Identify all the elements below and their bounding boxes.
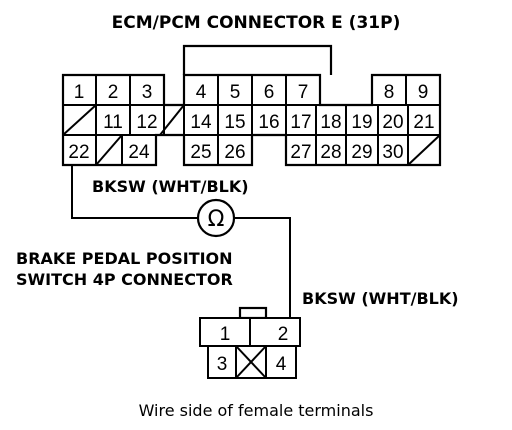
wire-bksw-left [71,165,198,219]
ecm-pin-label: 25 [190,142,211,163]
switch-pin-label: 2 [278,324,289,345]
ecm-pin-label: 27 [290,142,311,163]
ecm-pin-label: 7 [298,82,309,103]
ecm-pin-label: 30 [382,142,403,163]
switch-connector-title-1: BRAKE PEDAL POSITION [16,249,233,268]
ecm-pin-label: 4 [196,82,207,103]
blank-cavity-mark [95,134,123,166]
switch-connector-key-tab [238,306,268,320]
switch-pin-label: 3 [217,354,228,375]
ecm-pin-label: 19 [351,112,372,133]
switch-connector-title-2: SWITCH 4P CONNECTOR [16,270,233,289]
ecm-pin-label: 18 [320,112,341,133]
switch-pin-label: 1 [220,324,231,345]
wire-top-label: BKSW (WHT/BLK) [92,177,249,196]
switch-4p-connector: 1 2 3 4 [199,306,301,379]
switch-pin-cell-2 [249,317,301,347]
ohm-symbol: Ω [208,207,225,232]
ecm-pin-label: 6 [264,82,275,103]
ecm-pin-label: 3 [142,82,153,103]
ecm-connector-outline [61,73,442,167]
ecm-pin-cell-28 [315,134,347,166]
ecm-pin-label: 16 [258,112,279,133]
ecm-pin-label: 21 [413,112,434,133]
ecm-pin-label: 11 [103,112,123,133]
switch-pin-label: 4 [276,354,287,375]
ecm-pin-label: 24 [128,142,150,163]
ecm-row-2: 11 12 14 15 16 17 18 19 20 21 [62,104,441,136]
ecm-pin-label: 2 [108,82,119,103]
switch-pin-cell-1 [199,317,251,347]
ecm-connector-key-tab [182,44,333,75]
ecm-pin-cell-29 [345,134,379,166]
ecm-connector-title: ECM/PCM CONNECTOR E (31P) [112,13,401,33]
blank-cavity-mark [407,134,441,166]
blank-cavity-mark [62,104,97,136]
ecm-pin-label: 9 [418,82,429,103]
ecm-pin-label: 12 [136,112,157,133]
caption: Wire side of female terminals [139,401,374,420]
wire-bksw-right [234,217,291,318]
ecm-pin-label: 8 [384,82,395,103]
blank-cavity-mark [159,104,185,136]
ecm-pin-cell-11 [95,104,131,136]
ecm-pin-cell-24 [121,134,157,166]
switch-pin-cell-4 [265,345,297,379]
ecm-pin-label: 28 [320,142,341,163]
ecm-pin-label: 17 [290,112,311,133]
ecm-row-1: 1 2 3 4 5 6 7 8 9 [62,74,441,106]
ecm-pin-label: 1 [74,82,85,103]
ecm-pin-label: 5 [230,82,241,103]
ecm-pin-label: 22 [68,142,89,163]
ecm-pin-cell-17 [285,104,317,136]
blank-cavity-mark [235,345,267,379]
ecm-pin-label: 29 [351,142,372,163]
switch-wire-label: BKSW (WHT/BLK) [302,289,459,308]
ecm-pin-label: 15 [224,112,245,133]
ecm-pin-label: 26 [224,142,245,163]
ecm-pin-label: 20 [382,112,403,133]
ecm-pin-label: 14 [190,112,212,133]
ecm-row-3: 22 24 25 26 27 28 29 30 [62,134,441,166]
